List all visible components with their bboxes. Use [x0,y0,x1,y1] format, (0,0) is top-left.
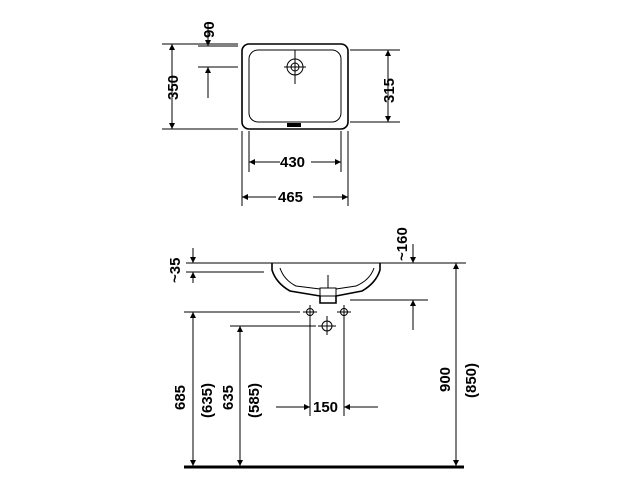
dim-635-paren-label: (635) [199,383,216,418]
top-view: 90 350 315 430 [162,21,400,206]
drain-icon [284,50,306,84]
dim-465-label: 465 [278,189,303,206]
valve-right-icon [337,305,351,319]
dim-850-paren-label: (850) [463,363,480,398]
side-view: ~35 ~160 [167,227,480,469]
dim-585-paren-label: (585) [246,383,263,418]
dim-315-label: 315 [381,78,398,103]
dim-900-label: 900 [437,367,454,392]
dim-685-group: 685 (635) [172,311,300,466]
waste-outlet-icon [318,316,336,335]
basin-section [271,263,381,304]
overflow-slot [287,123,301,127]
dim-430-label: 430 [280,154,305,171]
dim-90-label: 90 [201,21,218,38]
dim-465-group: 465 [241,131,349,206]
dim-150-label: 150 [313,399,338,416]
dim-160-label: ~160 [394,227,411,261]
dim-635-label: 635 [220,385,237,410]
basin-outer-outline [241,43,349,130]
dim-150-group: 150 [276,318,378,416]
dim-35-group: ~35 [167,248,196,283]
dim-685-label: 685 [172,385,189,410]
dim-350-label: 350 [165,75,182,100]
dim-160-group: ~160 [350,227,428,330]
dim-350-group: 350 [162,43,238,130]
dim-90-group: 90 [198,21,238,98]
valve-left-icon [303,305,317,319]
dim-35-label: ~35 [167,258,184,283]
dim-430-group: 430 [248,131,342,172]
dim-315-group: 315 [350,49,400,123]
dim-900-group: 900 (850) [437,263,480,466]
dim-635-group: 635 (585) [220,325,316,466]
